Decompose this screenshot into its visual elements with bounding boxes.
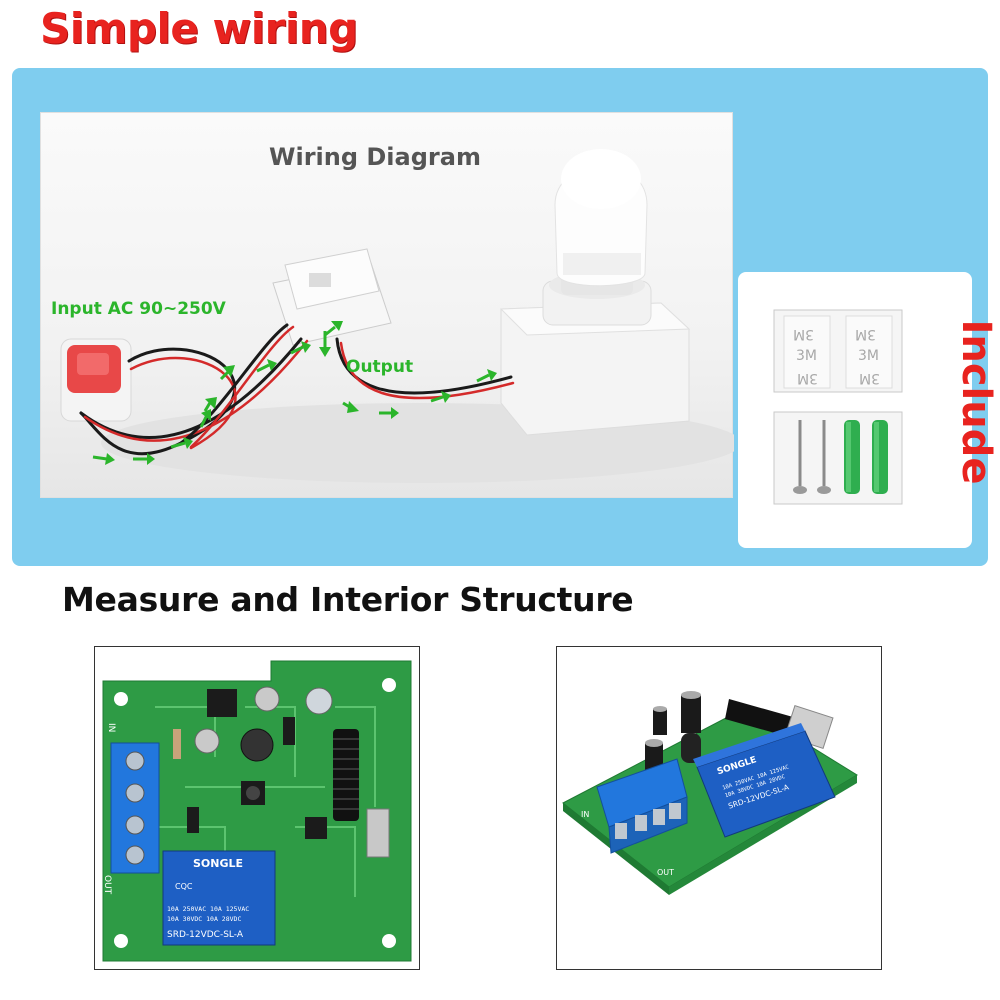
pcb-top-view: IN OUT SONGLE CQC 10A 25 [94,646,420,970]
section-title: Measure and Interior Structure [62,580,634,619]
wall-anchor-left [844,420,860,494]
accessories-illustration: 3M 3M 3M 3M 3M 3M [773,309,903,505]
ic-chip [207,689,237,717]
flow-arrows [92,321,497,465]
wiring-diagram-title: Wiring Diagram [269,143,481,171]
input-label: Input AC 90~250V [51,299,226,319]
svg-text:3M: 3M [855,326,876,342]
pcb-perspective-illustration: IN OUT SONGLE 10A 250VAC 10A 125VAC 10A … [562,691,858,895]
antenna-coil [725,699,793,737]
include-label: Include [953,319,999,485]
svg-text:3M: 3M [859,370,880,386]
svg-text:3M: 3M [797,370,818,386]
pin-out-label: OUT [102,875,112,895]
lamp-base [499,265,691,436]
terminal-block [596,758,688,854]
wires [79,323,515,456]
antenna-coil [333,729,359,821]
inductor [240,728,274,762]
light-bulb [554,149,648,287]
pcb-top-illustration: IN OUT SONGLE CQC 10A 25 [102,660,412,962]
screw-right [817,420,831,494]
relay-rating-2: 10A 30VDC 10A 28VDC [167,915,241,923]
pin-in-label: IN [106,723,116,732]
svg-text:3M: 3M [793,326,814,342]
output-label: Output [346,357,414,377]
relay-rating-1: 10A 250VAC 10A 125VAC [167,905,249,913]
crystal [366,808,390,858]
pcb-perspective-view: IN OUT SONGLE 10A 250VAC 10A 125VAC 10A … [556,646,882,970]
relay: SONGLE 10A 250VAC 10A 125VAC 10A 30VDC 1… [693,723,836,838]
svg-text:3M: 3M [796,348,817,364]
relay-model: SRD-12VDC-SL-A [167,930,244,940]
relay: SONGLE CQC 10A 250VAC 10A 125VAC 10A 30V… [162,850,276,946]
adhesive-tape-left: 3M 3M 3M [783,315,831,389]
page-title: Simple wiring [40,4,358,53]
terminal-block [110,742,160,874]
screw-left [793,420,807,494]
wall-switch [60,338,132,422]
pin-in-label: IN [581,810,589,819]
relay-brand: SONGLE [193,857,243,870]
controller-box [272,248,392,346]
wiring-photo: Wiring Diagram Input AC 90~250V Output [40,112,734,498]
include-card: 3M 3M 3M 3M 3M 3M Include [738,272,999,548]
relay-cqc: CQC [175,882,193,891]
capacitor [254,686,280,712]
pin-out-label: OUT [657,868,674,877]
svg-text:3M: 3M [858,348,879,364]
wiring-illustration [60,149,734,483]
wall-anchor-right [872,420,888,494]
adhesive-tape-right: 3M 3M 3M [845,315,893,389]
